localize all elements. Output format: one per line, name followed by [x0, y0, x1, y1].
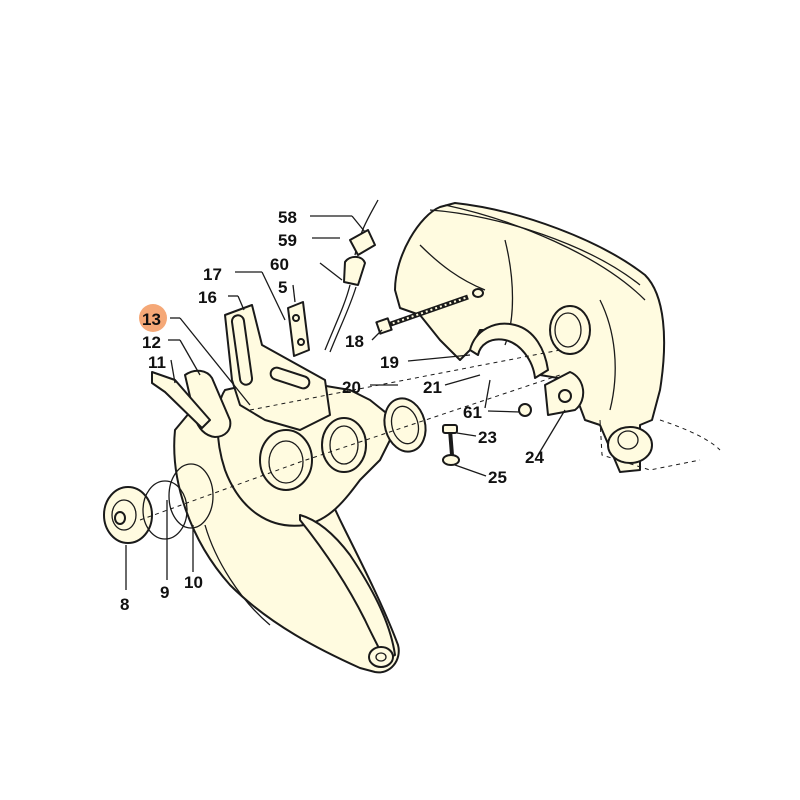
callout-13: 13 — [142, 310, 161, 329]
spacer-part-24 — [518, 371, 585, 417]
callout-highlight-circle — [139, 304, 167, 332]
callout-19: 19 — [380, 353, 399, 372]
nut-part-61 — [518, 403, 532, 417]
callout-61: 61 — [463, 403, 482, 422]
callout-8: 8 — [120, 595, 129, 614]
callout-24: 24 — [525, 448, 544, 467]
washer-part-25 — [442, 454, 460, 466]
callout-21: 21 — [423, 378, 442, 397]
callout-59: 59 — [278, 231, 297, 250]
callout-20: 20 — [342, 378, 361, 397]
front-plate-arbor-hole — [259, 429, 313, 491]
plate-part-5 — [287, 301, 310, 357]
ring-part-20 — [321, 397, 427, 473]
callout-23: 23 — [478, 428, 497, 447]
ring-part-10 — [168, 463, 214, 529]
housing-arc-slot — [469, 322, 549, 379]
callout-10: 10 — [184, 573, 203, 592]
callout-5: 5 — [278, 278, 287, 297]
centre-lines — [139, 349, 561, 521]
callout-25: 25 — [488, 468, 507, 487]
housing-port — [549, 305, 591, 355]
screw-part-23 — [442, 424, 460, 466]
callout-16: 16 — [198, 288, 217, 307]
callout-9: 9 — [160, 583, 169, 602]
callout-58: 58 — [278, 208, 297, 227]
slotted-bracket — [224, 304, 331, 431]
flange-part-8 — [103, 486, 153, 544]
callout-18: 18 — [345, 332, 364, 351]
guard-handle — [151, 369, 232, 438]
circlip-part-9 — [142, 480, 188, 540]
callout-12: 12 — [142, 333, 161, 352]
callout-17: 17 — [203, 265, 222, 284]
bracket-slot-short — [269, 366, 311, 390]
long-bolt-18 — [375, 294, 469, 335]
callout-labels: 58 59 60 5 17 16 13 12 11 18 19 20 21 61… — [120, 208, 544, 614]
callout-11: 11 — [148, 353, 166, 372]
housing-side-boss — [607, 426, 653, 464]
front-plate-arm — [299, 514, 396, 661]
leader-lines — [125, 215, 566, 590]
cable-assembly — [324, 199, 379, 353]
bracket-slot-long — [230, 314, 254, 386]
front-plate-pivot — [368, 646, 394, 668]
callout-60: 60 — [270, 255, 289, 274]
